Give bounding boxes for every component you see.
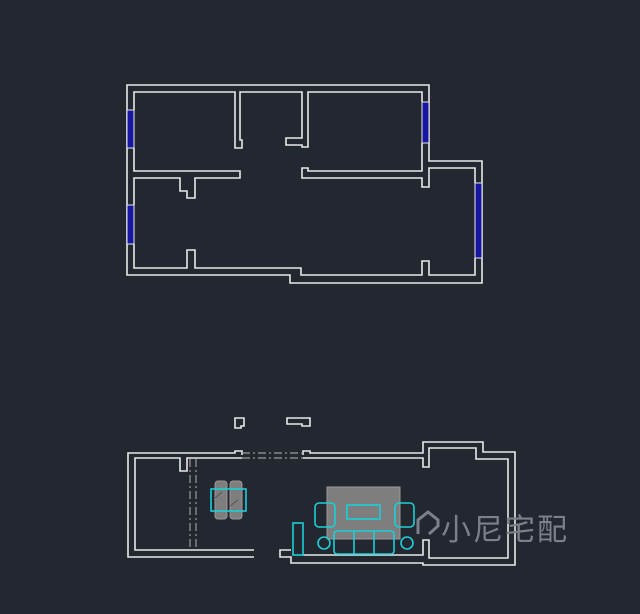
living-room-set[interactable] bbox=[292, 486, 415, 556]
sofa-armchair bbox=[314, 502, 336, 528]
side-table bbox=[400, 536, 414, 550]
inner-wall bbox=[301, 143, 476, 188]
inner-wall bbox=[133, 148, 241, 205]
lower-floor-plan bbox=[127, 417, 516, 566]
window bbox=[474, 182, 483, 259]
side-table bbox=[317, 536, 331, 550]
dining-table-set[interactable] bbox=[210, 480, 247, 520]
inner-wall bbox=[133, 91, 423, 149]
outer-wall bbox=[127, 450, 254, 558]
inner-wall bbox=[303, 447, 509, 559]
coffee-table bbox=[346, 504, 381, 520]
inner-wall bbox=[133, 244, 476, 276]
window bbox=[126, 109, 135, 149]
column bbox=[286, 417, 311, 427]
upper-floor-plan bbox=[126, 84, 483, 284]
outer-wall bbox=[279, 441, 516, 566]
house-logo-icon bbox=[416, 510, 440, 536]
watermark-text: 小尼宅配 bbox=[441, 513, 569, 548]
window bbox=[126, 204, 135, 245]
tv-cabinet bbox=[292, 522, 304, 556]
sofa-armchair bbox=[394, 502, 415, 528]
sofa bbox=[333, 530, 395, 555]
column bbox=[234, 417, 245, 429]
inner-wall bbox=[134, 457, 254, 551]
window bbox=[421, 101, 430, 144]
